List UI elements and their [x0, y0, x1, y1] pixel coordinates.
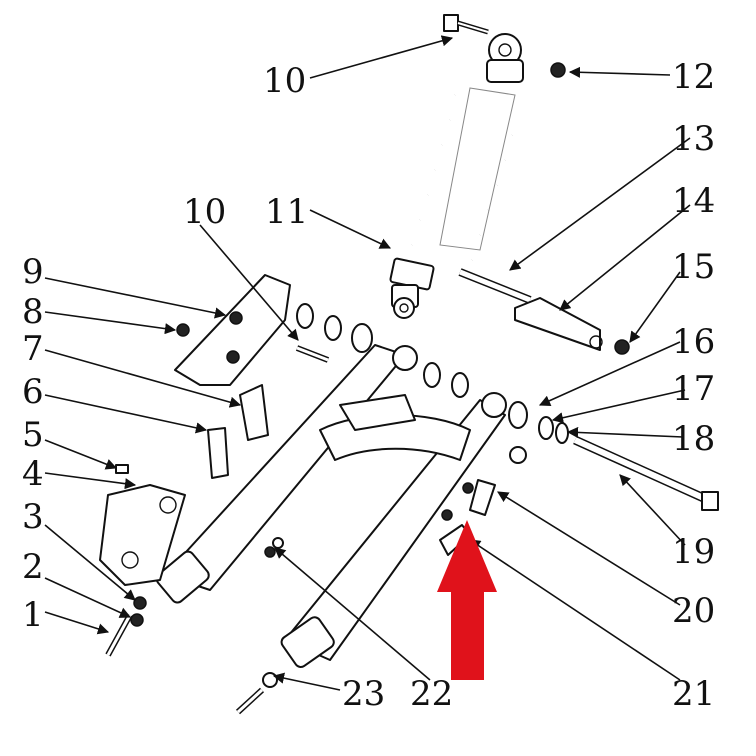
- callout-10-left: 10: [183, 192, 226, 232]
- mount-nut: [614, 339, 630, 355]
- shock-top-nut: [550, 62, 566, 78]
- shock-top-bolt: [443, 14, 489, 35]
- callout-21: 21: [672, 674, 715, 714]
- callout-15: 15: [672, 247, 715, 287]
- callout-22: 22: [410, 674, 453, 714]
- bolt-22: [264, 537, 284, 558]
- arrow-up-icon: [437, 520, 497, 680]
- callout-labels: 10 12 13 14 15 16 17 18 19 20 21 22 23 1…: [22, 57, 715, 714]
- callout-3: 3: [22, 497, 44, 537]
- nut-2: [130, 613, 144, 627]
- callout-10-top: 10: [263, 61, 306, 101]
- mount-pin: [458, 268, 532, 304]
- mount-bracket: [514, 297, 603, 351]
- leader-lines: [44, 35, 691, 691]
- callout-13: 13: [672, 119, 715, 159]
- bolt-8: [176, 323, 190, 337]
- chain-adjuster-20: [462, 479, 496, 516]
- callout-19: 19: [672, 532, 715, 572]
- callout-11: 11: [265, 192, 308, 232]
- callout-14: 14: [672, 181, 715, 221]
- shock-absorber: [389, 33, 524, 319]
- bolt-1: [105, 613, 133, 657]
- callout-9: 9: [22, 252, 44, 292]
- pivot-bolt-10: [295, 345, 330, 363]
- pivot-shaft: [573, 435, 719, 511]
- callout-16: 16: [672, 322, 715, 362]
- pivot-washers: [296, 303, 569, 464]
- swingarm: [155, 344, 507, 669]
- callout-1: 1: [22, 595, 44, 635]
- bolt-23: [235, 672, 278, 715]
- small-bracket-6: [207, 427, 229, 479]
- callout-5: 5: [22, 415, 44, 455]
- callout-7: 7: [22, 329, 44, 369]
- bracket-4: [99, 484, 186, 586]
- callout-8: 8: [22, 292, 44, 332]
- callout-6: 6: [22, 372, 44, 412]
- callout-2: 2: [22, 547, 44, 587]
- callout-4: 4: [22, 454, 44, 494]
- callout-18: 18: [672, 419, 715, 459]
- callout-20: 20: [672, 591, 715, 631]
- nut-3: [133, 596, 147, 610]
- chain-guide: [174, 274, 291, 386]
- callout-23: 23: [342, 674, 385, 714]
- small-bracket-7: [239, 384, 269, 441]
- callout-12: 12: [672, 57, 715, 97]
- bolt-5: [115, 464, 129, 474]
- callout-17: 17: [672, 369, 715, 409]
